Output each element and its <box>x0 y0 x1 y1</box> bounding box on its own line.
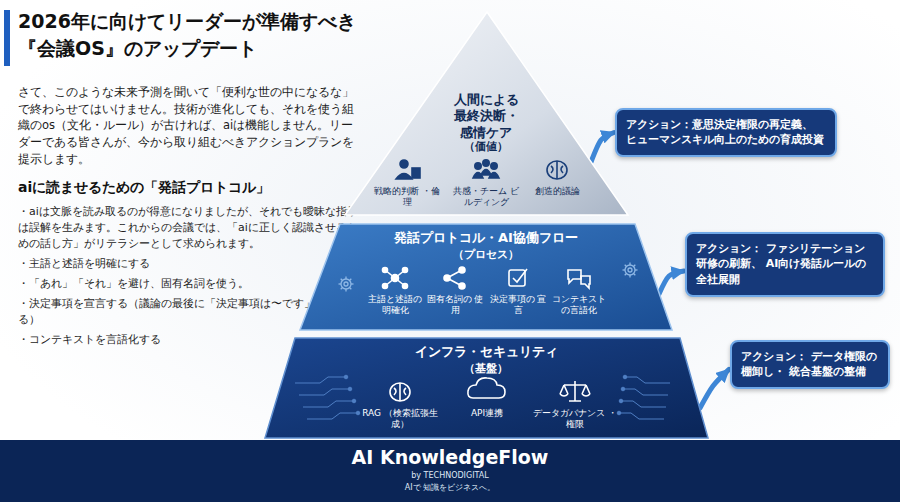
icon <box>468 378 505 398</box>
action-callout: アクション： データ権限の棚卸し・ 統合基盤の整備 <box>730 340 890 389</box>
icon <box>383 268 408 289</box>
icon-caption: 創造的議論 <box>527 186 587 197</box>
icon-caption: 戦略的判断 ・倫理 <box>373 186 441 209</box>
icon-caption: データガバナンス ・権限 <box>531 408 619 431</box>
bullet-text: ・aiは文脈を読み取るのが得意になりましたが、それでも曖昧な指示は誤解を生みます… <box>18 204 360 252</box>
action-callout: アクション：意思決定権限の再定義、 ヒューマンスキル向上のための育成投資 <box>615 108 837 157</box>
tier-outline <box>300 224 672 330</box>
bullet-text: ・主語と述語を明確にする <box>18 256 360 272</box>
pyramid-tier: インフラ・セキュリティ （基盤） RAG （検索拡張生成） API連携データガバナンス… <box>265 338 708 438</box>
action-arrow <box>700 369 729 408</box>
tier-subheading: （価値） <box>436 140 536 154</box>
brand-name: AI KnowledgeFlow <box>300 446 600 470</box>
tier-heading: 人間による 最終決断・ 感情ケア <box>446 92 526 141</box>
callout-text: アクション： ファシリテーション研修の刷新、 AI向け発話ルールの全社展開 <box>696 241 874 287</box>
tier-heading: 発話プロトコル・AI協働フロー <box>376 230 596 246</box>
icon-caption: 決定事項の 宣言 <box>487 294 549 317</box>
icon <box>339 277 354 292</box>
icon <box>444 267 465 289</box>
brand-tagline: AIで 知識をビジネスへ。 <box>350 483 550 493</box>
brand-byline: by TECHNODIGITAL <box>350 471 550 481</box>
icon <box>560 381 590 401</box>
tier-subheading: （基盤） <box>426 362 546 376</box>
action-arrow <box>659 271 684 294</box>
tier-outline <box>345 12 628 215</box>
pyramid-tier: 人間による 最終決断・ 感情ケア（価値） 戦略的判断 ・倫理共感・チーム ビルディ… <box>345 12 628 215</box>
icon-caption: API連携 <box>447 408 527 419</box>
icon <box>568 270 590 288</box>
icon-caption: RAG （検索拡張生成） <box>357 408 443 431</box>
section-heading: aiに読ませるための「発話プロトコル」 <box>18 177 360 197</box>
pyramid-tier: 発話プロトコル・AI協働フロー （プロセス） 主語と述語の 明確化固有名詞の 使用決… <box>300 224 672 330</box>
bullet-text: ・「あれ」「それ」を避け、固有名詞を使う。 <box>18 276 360 292</box>
icon-caption: 固有名詞の 使用 <box>424 294 486 317</box>
icon-caption: 主語と述語の 明確化 <box>364 294 426 317</box>
callout-text: アクション：意思決定権限の再定義、 ヒューマンスキル向上のための育成投資 <box>626 117 826 148</box>
tier-heading: インフラ・セキュリティ <box>376 344 596 360</box>
icon <box>473 160 499 178</box>
icon <box>509 269 527 286</box>
slide-title: 2026年に向けてリーダーが準備すべき 『会議OS』のアップデート <box>18 8 388 61</box>
icon <box>396 160 420 179</box>
tier-outline <box>265 338 708 438</box>
icon-caption: コンテキスト の言語化 <box>547 294 611 317</box>
action-callout: アクション： ファシリテーション研修の刷新、 AI向け発話ルールの全社展開 <box>685 232 885 297</box>
action-arrow <box>591 133 614 163</box>
icon <box>623 263 638 278</box>
icon-caption: 共感・チーム ビルディング <box>451 186 521 209</box>
tier-subheading: （プロセス） <box>426 248 546 262</box>
icon <box>390 383 410 401</box>
callout-text: アクション： データ権限の棚卸し・ 統合基盤の整備 <box>741 349 879 380</box>
icon <box>547 161 567 179</box>
intro-paragraph: さて、このような未来予測を聞いて「便利な世の中になるな」で終わらせてはいけません… <box>18 84 360 167</box>
